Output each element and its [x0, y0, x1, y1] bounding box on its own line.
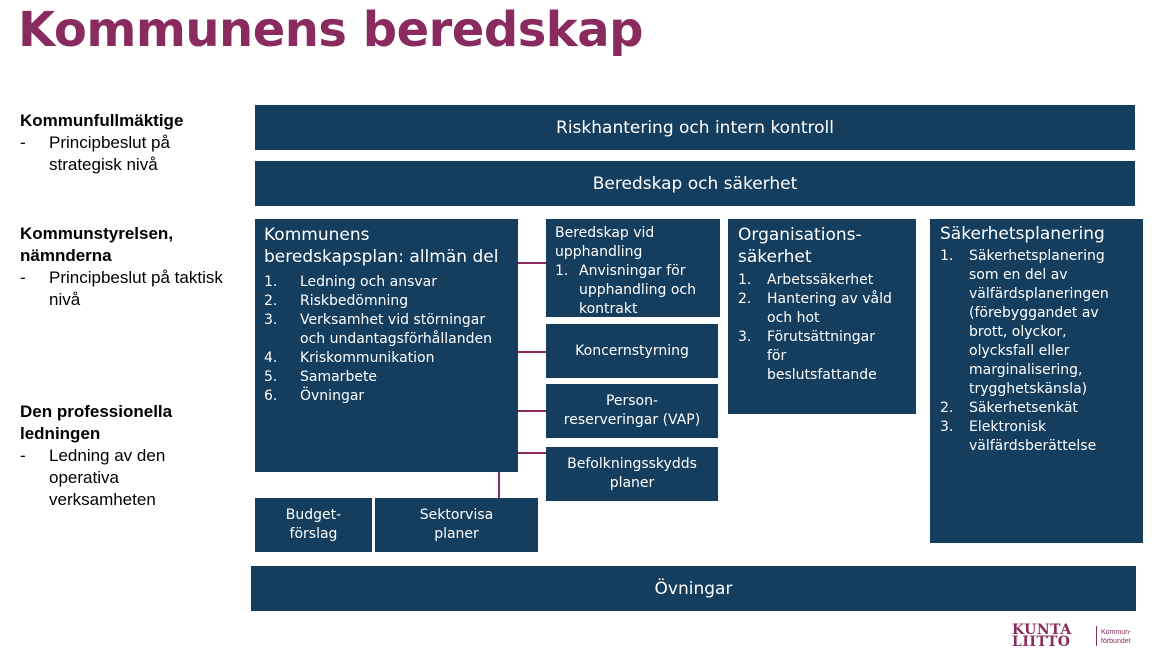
logo-word-2: LIITTO [1012, 634, 1071, 650]
risk-label: Riskhantering och intern kontroll [556, 117, 834, 138]
level-management: Den professionella ledningen - Ledning av… [20, 401, 230, 511]
connector-line [517, 351, 546, 353]
list-item: 3.Förutsättningar för beslutsfattande [738, 329, 877, 383]
plan-list: 1.Ledning och ansvar 2.Riskbedömning 3.V… [264, 273, 509, 406]
connector-line [517, 262, 546, 264]
dash: - [20, 446, 26, 465]
list-item: 4.Kriskommunikation [264, 350, 435, 366]
upphandling-heading: Beredskap vid upphandling [555, 225, 655, 260]
beredskap-bar: Beredskap och säkerhet [255, 161, 1135, 206]
level-desc: Principbeslut på strategisk nivå [49, 133, 170, 174]
sektor-label: Sektorvisa planer [419, 507, 494, 542]
level-desc: Principbeslut på taktisk nivå [49, 268, 223, 309]
logo-sub-1: Kommun- [1101, 629, 1132, 636]
budget-label: Budget- förslag [285, 507, 342, 542]
list-item: 2.Säkerhetsenkät [940, 400, 1078, 416]
list-item: 5.Samarbete [264, 369, 378, 385]
upphandling-list: 1.Anvisningar för upphandling och kontra… [555, 262, 712, 317]
logo-divider [1096, 626, 1097, 646]
beredskap-label: Beredskap och säkerhet [592, 173, 798, 194]
upphandling-box: Beredskap vid upphandling 1.Anvisningar … [546, 219, 720, 317]
sakerhet-list: 1.Säkerhetsplanering som en del av välfä… [940, 247, 1135, 456]
dash: - [20, 268, 26, 287]
list-item: 2.Riskbedömning [264, 293, 409, 309]
list-item: 6.Övningar [264, 388, 365, 404]
level-council: Kommunfullmäktige - Principbeslut på stra… [20, 110, 230, 176]
koncern-box: Koncernstyrning [546, 324, 718, 378]
ovningar-bar: Övningar [251, 566, 1136, 611]
connector-line [517, 452, 546, 454]
level-desc: Ledning av den operativa verksamheten [49, 446, 166, 509]
sektor-box: Sektorvisa planer [375, 498, 538, 552]
person-box: Person- reserveringar (VAP) [546, 384, 718, 438]
list-item: 3.Verksamhet vid störningar och undantag… [264, 312, 492, 347]
dash: - [20, 133, 26, 152]
level-heading: Kommunfullmäktige [20, 111, 184, 130]
list-item: 1.Arbetssäkerhet [738, 272, 874, 288]
koncern-label: Koncernstyrning [575, 342, 689, 359]
befolkning-box: Befolkningsskydds planer [546, 447, 718, 501]
befolkning-label: Befolkningsskydds planer [567, 456, 697, 491]
list-item: 1.Anvisningar för upphandling och kontra… [555, 263, 696, 317]
level-heading: Kommunstyrelsen, nämnderna [20, 224, 174, 265]
budget-box: Budget- förslag [255, 498, 372, 552]
page-title: Kommunens beredskap [18, 2, 643, 58]
risk-bar: Riskhantering och intern kontroll [255, 105, 1135, 150]
person-label: Person- reserveringar (VAP) [563, 393, 701, 428]
org-list: 1.Arbetssäkerhet 2.Hantering av våld och… [738, 271, 908, 385]
kuntaliitto-logo: KUNTA LIITTO Kommun- förbundet [1012, 622, 1142, 650]
sakerhet-heading: Säkerhetsplanering [940, 224, 1105, 244]
logo-sub-2: förbundet [1101, 638, 1131, 645]
list-item: 1.Ledning och ansvar [264, 274, 437, 290]
level-heading: Den professionella ledningen [20, 402, 173, 443]
logo-word-1: KUNTA [1012, 622, 1072, 638]
list-item: 3.Elektronisk välfärdsberättelse [940, 419, 1097, 454]
plan-box: Kommunens beredskapsplan: allmän del 1.L… [255, 219, 518, 472]
ovningar-label: Övningar [654, 578, 733, 599]
org-heading: Organisations- säkerhet [738, 225, 862, 267]
connector-line [498, 470, 500, 498]
list-item: 1.Säkerhetsplanering som en del av välfä… [940, 248, 1109, 397]
org-box: Organisations- säkerhet 1.Arbetssäkerhet… [728, 219, 916, 414]
list-item: 2.Hantering av våld och hot [738, 291, 892, 326]
level-board: Kommunstyrelsen, nämnderna - Principbeslu… [20, 223, 230, 311]
sakerhet-box: Säkerhetsplanering 1.Säkerhetsplanering … [930, 219, 1143, 543]
plan-heading: Kommunens beredskapsplan: allmän del [264, 225, 499, 267]
connector-line [517, 410, 546, 412]
